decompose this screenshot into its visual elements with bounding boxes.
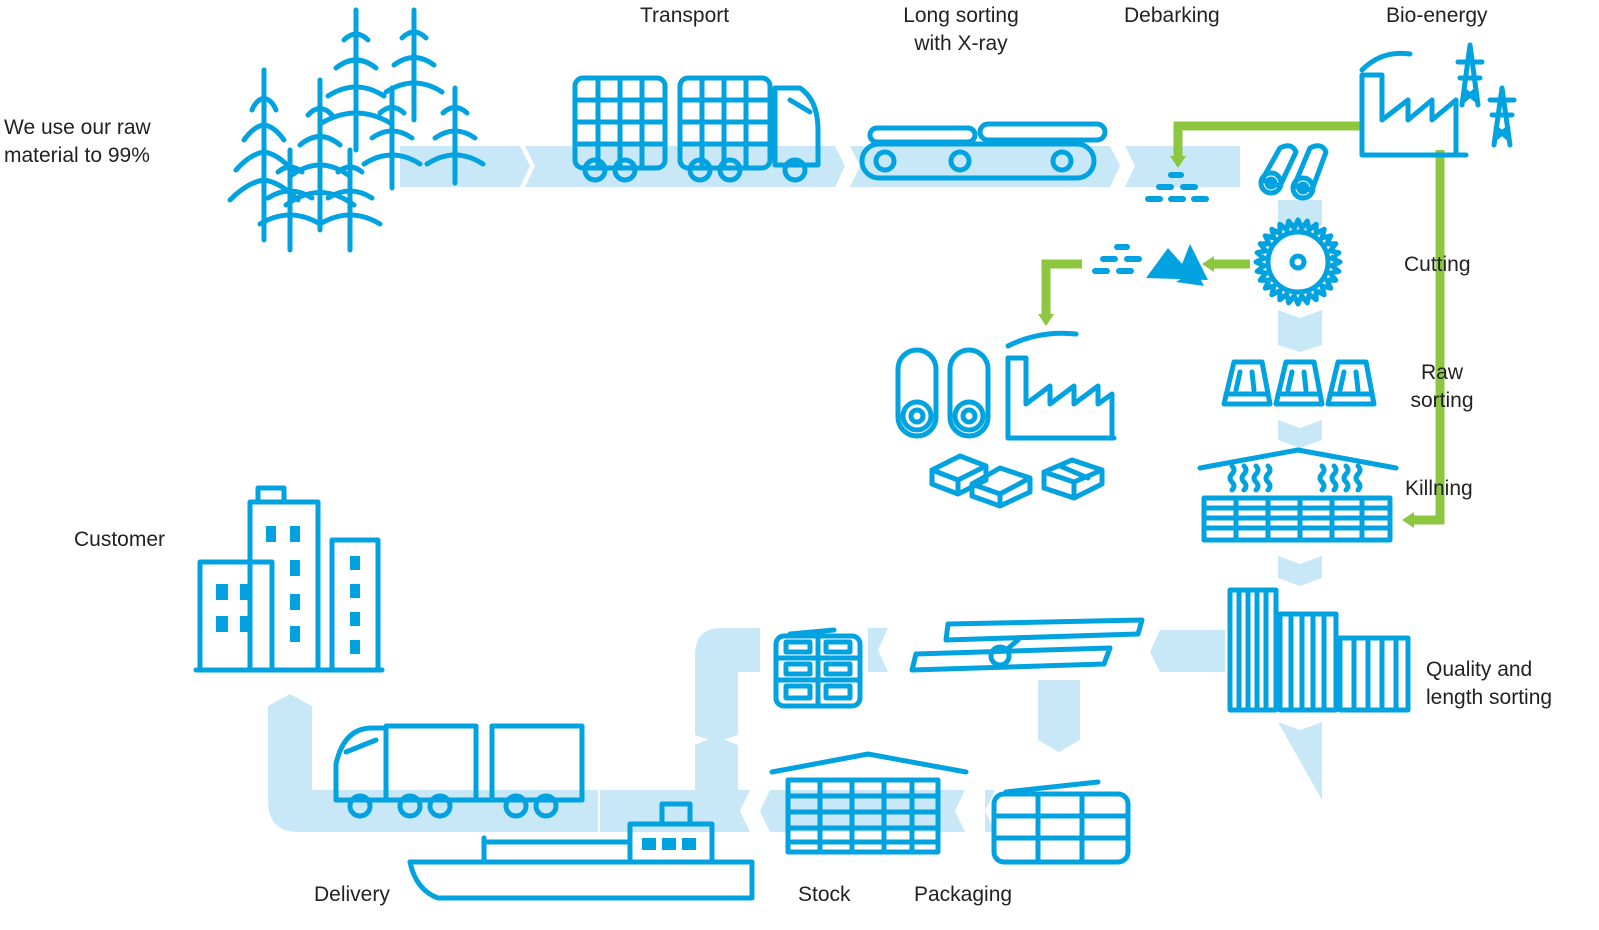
raw-sorting-label-line1: Raw xyxy=(1420,361,1463,384)
saw-blade-icon xyxy=(1253,217,1343,307)
forest-icon xyxy=(227,7,486,253)
customer-label: Customer xyxy=(74,528,166,551)
drying-kiln-icon xyxy=(1197,447,1399,543)
quality-sorting-label-line1: Quality and xyxy=(1426,658,1533,681)
customer-buildings-icon xyxy=(193,485,385,673)
sawdust-pile-icon xyxy=(1092,244,1208,286)
long-sorting-label: Long sorting with X-ray xyxy=(890,2,1032,58)
warehouse-stock-icon xyxy=(769,751,969,855)
log-pair-icon xyxy=(1258,143,1329,201)
flow-band xyxy=(268,146,1322,832)
delivery-truck-icon xyxy=(333,723,585,819)
pulp-mill-icon xyxy=(895,330,1117,509)
power-pylon-icon xyxy=(1455,42,1517,148)
plank-inspection-icon xyxy=(909,617,1145,673)
stock-label: Stock xyxy=(798,883,851,906)
timber-truck-icon xyxy=(572,75,821,183)
cargo-ship-icon xyxy=(407,801,755,901)
delivery-label: Delivery xyxy=(314,883,390,906)
raw-material-label: We use our raw material to 99% xyxy=(4,114,151,170)
packaging-label: Packaging xyxy=(914,883,1013,906)
bark-pile-icon xyxy=(1145,172,1209,202)
long-sorting-label-line2: with X-ray xyxy=(914,32,1008,55)
packaging-bundle-icon xyxy=(991,779,1131,865)
raw-boards-icon xyxy=(1221,359,1377,407)
conveyor-xray-icon xyxy=(859,121,1108,181)
byproduct-flow xyxy=(1038,121,1445,528)
quality-sorting-label-line2: length sorting xyxy=(1426,686,1553,709)
debarking-label: Debarking xyxy=(1124,4,1220,27)
raw-sorting-label: Raw sorting xyxy=(1400,359,1484,415)
raw-material-label-line1: We use our raw xyxy=(4,116,151,139)
long-sorting-label-line1: Long sorting xyxy=(903,4,1019,27)
transport-label: Transport xyxy=(640,4,730,27)
lumber-bundle-icon xyxy=(773,627,863,709)
bio-energy-plant-icon xyxy=(1359,50,1469,158)
raw-material-label-line2: material to 99% xyxy=(4,144,150,167)
killning-label: Killning xyxy=(1405,477,1473,500)
sorted-boards-icon xyxy=(1227,587,1411,713)
raw-sorting-label-line2: sorting xyxy=(1410,389,1474,412)
quality-sorting-label: Quality and length sorting xyxy=(1426,656,1552,712)
cutting-label: Cutting xyxy=(1404,253,1471,276)
bio-energy-label: Bio-energy xyxy=(1386,4,1488,27)
